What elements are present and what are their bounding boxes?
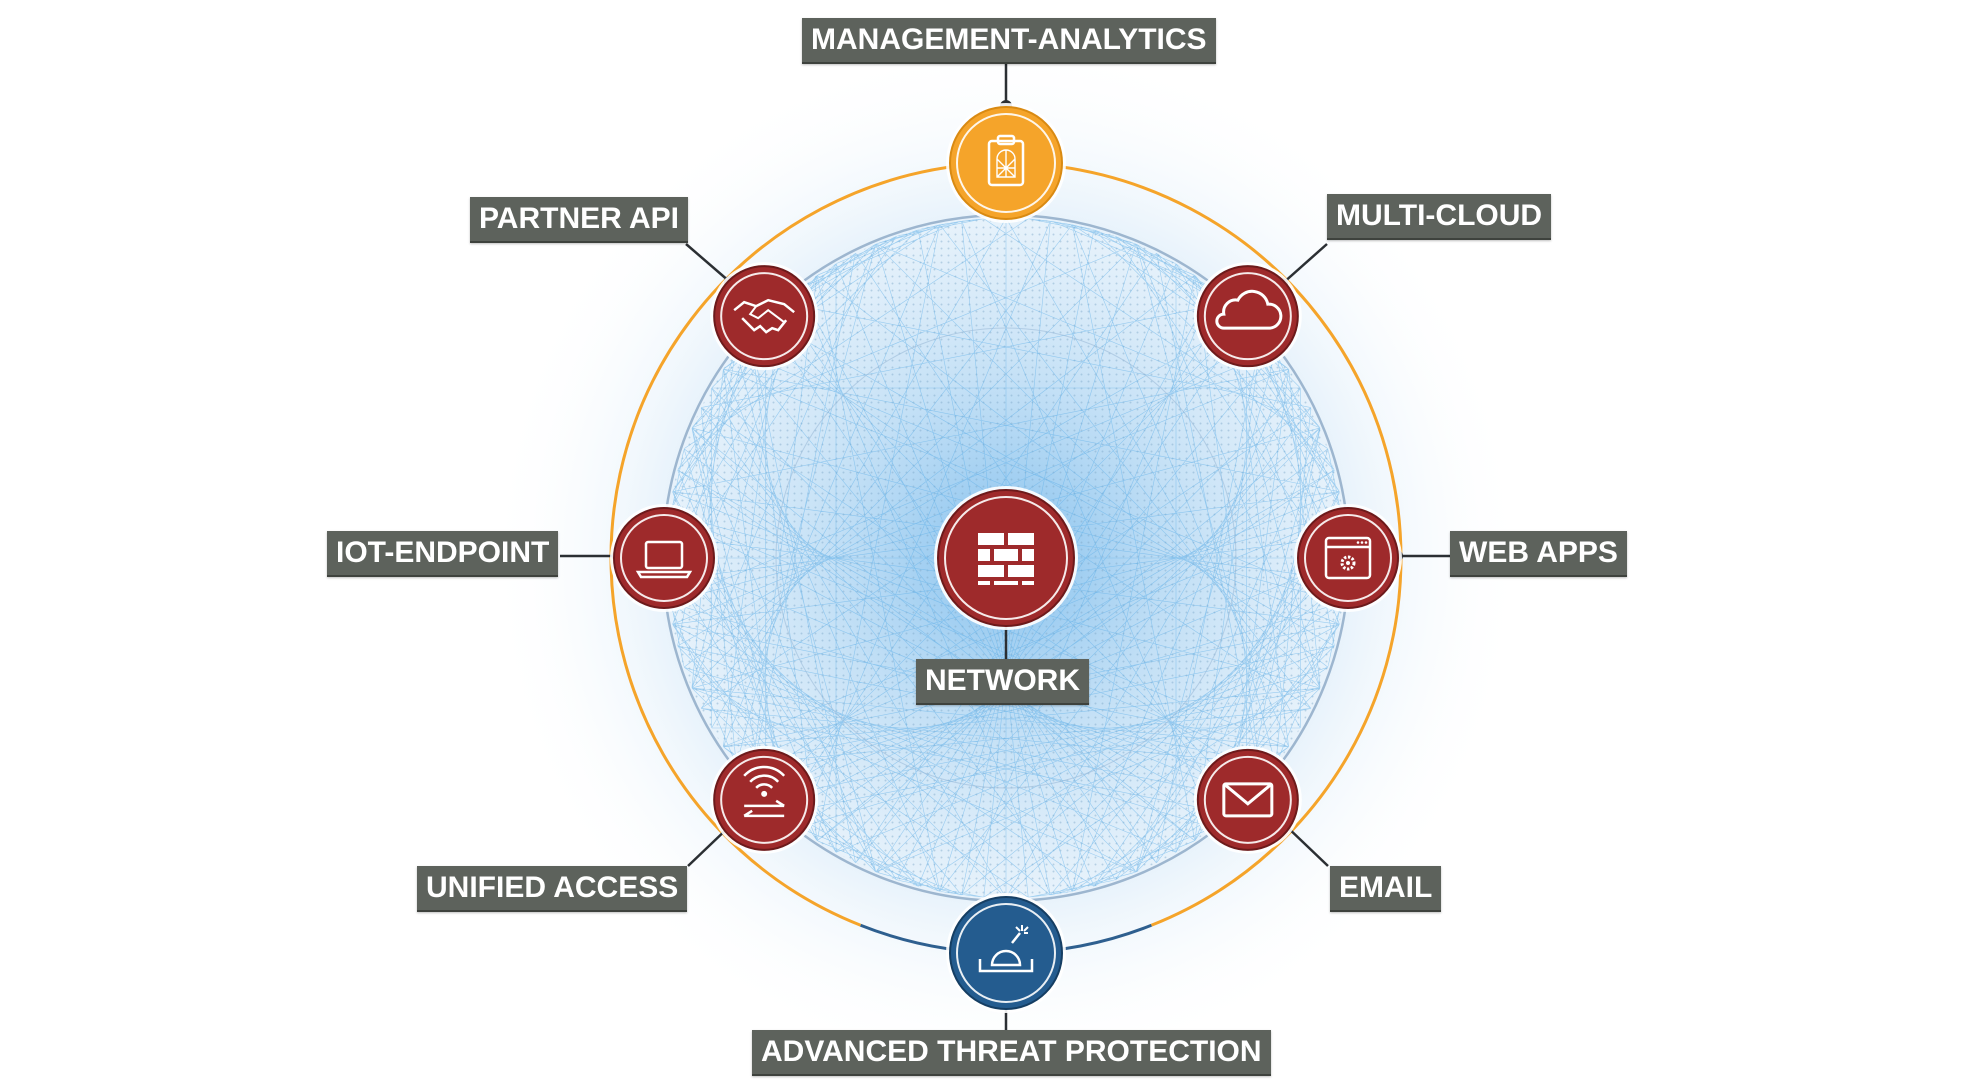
cloud-icon	[1215, 289, 1283, 330]
node-management-analytics[interactable]	[946, 103, 1066, 223]
sandbox-bomb-icon	[978, 925, 1034, 973]
center-network-node[interactable]	[934, 486, 1078, 630]
node-iot-endpoint[interactable]	[610, 504, 718, 612]
node-management-analytics-label: MANAGEMENT-ANALYTICS	[802, 18, 1216, 64]
node-multi-cloud-connector	[1281, 243, 1328, 285]
handshake-icon	[733, 298, 795, 334]
string-art-mesh	[666, 218, 1346, 898]
middle-ring	[775, 327, 1237, 789]
node-partner-api-connector	[685, 243, 731, 283]
node-partner-api-label: PARTNER API	[470, 197, 689, 243]
node-web-apps-label: WEB APPS	[1450, 531, 1627, 577]
node-unified-access-label: UNIFIED ACCESS	[417, 866, 688, 912]
node-email-label: EMAIL	[1330, 866, 1442, 912]
laptop-icon	[635, 540, 693, 579]
center-network-label: NETWORK	[916, 659, 1089, 705]
node-iot-endpoint-label: IOT-ENDPOINT	[327, 531, 559, 577]
node-email[interactable]	[1193, 745, 1302, 854]
node-advanced-threat-protection-label: ADVANCED THREAT PROTECTION	[752, 1030, 1271, 1076]
node-multi-cloud[interactable]	[1193, 262, 1302, 371]
node-partner-api[interactable]	[710, 262, 819, 371]
node-unified-access[interactable]	[710, 745, 819, 854]
envelope-icon	[1222, 782, 1274, 818]
node-web-apps[interactable]	[1294, 504, 1402, 612]
node-advanced-threat-protection[interactable]	[946, 893, 1066, 1013]
browser-gear-icon	[1324, 536, 1372, 580]
node-multi-cloud-label: MULTI-CLOUD	[1327, 194, 1552, 240]
firewall-brick-icon	[978, 533, 1034, 585]
clipboard-chart-icon	[987, 134, 1025, 187]
wifi-arrows-icon	[743, 765, 786, 818]
